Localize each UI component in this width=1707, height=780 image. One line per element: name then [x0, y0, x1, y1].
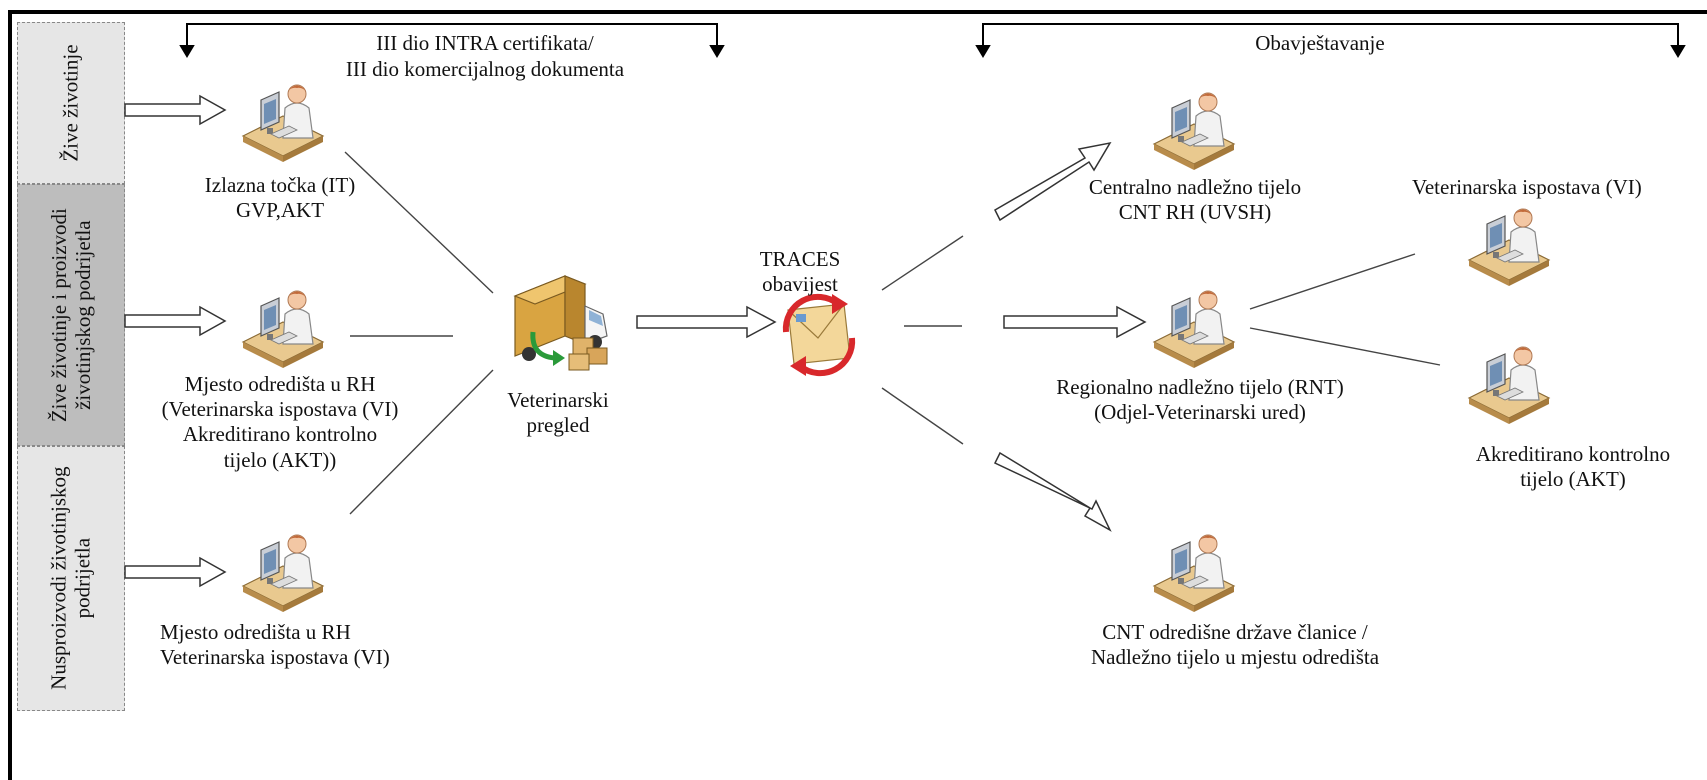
person-icon	[1153, 534, 1235, 613]
node-label-line: GVP,AKT	[235, 198, 325, 223]
diagram-frame	[8, 10, 1707, 780]
node-label-line: pregled	[526, 413, 590, 438]
arrow-to-traces	[636, 305, 777, 339]
person-icon	[1153, 290, 1235, 369]
node-label-line: Regionalno nadležno tijelo (RNT)	[1056, 375, 1344, 399]
header-bracket-right	[975, 23, 1686, 58]
node-label-line: CNT odredišne države članice /	[1102, 620, 1368, 644]
node-exit-point: Izlazna točka (IT) GVP,AKT	[150, 173, 410, 223]
node-label-line: tijelo (AKT)	[1520, 467, 1626, 492]
truck-icon	[513, 275, 608, 371]
arrow-byproducts	[124, 556, 227, 588]
person-icon	[1468, 346, 1550, 425]
node-label-line: TRACES	[759, 247, 841, 271]
node-destination-2: Mjesto odredišta u RH Veterinarska ispos…	[140, 620, 490, 670]
node-label-line: (Veterinarska ispostava (VI)	[161, 397, 399, 422]
arrow-to-central	[994, 141, 1112, 222]
node-member-state: CNT odredišne države članice / Nadležno …	[1050, 620, 1420, 670]
envelope-refresh-icon	[782, 293, 856, 377]
node-label-line: CNT RH (UVSH)	[1118, 200, 1272, 225]
node-vet-check: Veterinarski pregled	[488, 388, 628, 438]
person-icon	[242, 290, 324, 369]
node-label-line: Akreditirano kontrolno	[182, 422, 378, 447]
node-label-line: obavijest	[762, 272, 838, 297]
node-label-line: Mjesto odredišta u RH	[160, 620, 351, 644]
node-label-line: (Odjel-Veterinarski ured)	[1094, 400, 1306, 425]
node-label-line: Nadležno tijelo u mjestu odredišta	[1090, 645, 1380, 670]
person-icon	[1153, 92, 1235, 171]
node-label-line: Akreditirano kontrolno	[1475, 442, 1671, 466]
arrow-animal-products	[124, 305, 227, 337]
person-icon	[242, 84, 324, 163]
arrow-to-regional	[1003, 305, 1147, 339]
node-destination-1: Mjesto odredišta u RH (Veterinarska ispo…	[120, 372, 440, 473]
node-label-line: tijelo (AKT))	[223, 447, 337, 472]
node-traces: TRACES obavijest	[730, 247, 870, 297]
node-central: Centralno nadležno tijelo CNT RH (UVSH)	[1060, 175, 1330, 225]
node-label-line: Centralno nadležno tijelo	[1088, 175, 1302, 199]
flow-arrows	[636, 141, 1147, 532]
header-right: Obavještavanje	[1255, 31, 1385, 55]
node-vet-office: Veterinarska ispostava (VI)	[1412, 175, 1642, 199]
input-arrows	[124, 94, 227, 588]
node-label-line: Veterinarski	[507, 388, 609, 412]
side-box-byproducts: Nusproizvodi životinjskog podrijetla	[17, 446, 125, 711]
node-label-line: Izlazna točka (IT)	[204, 173, 356, 197]
node-akt: Akreditirano kontrolno tijelo (AKT)	[1448, 442, 1698, 492]
header-bracket-left	[179, 23, 725, 58]
header-left-line2: III dio komercijalnog dokumenta	[345, 57, 625, 81]
connector-lines	[344, 151, 1441, 515]
side-box-animal-products: Žive životinje i proizvodi životinjskog …	[17, 184, 125, 446]
arrow-to-member-state	[993, 451, 1112, 532]
node-label-line: Veterinarska ispostava (VI)	[160, 645, 390, 670]
node-regional: Regionalno nadležno tijelo (RNT) (Odjel-…	[1035, 375, 1365, 425]
header-left-line1: III dio INTRA certifikata/	[376, 31, 594, 55]
person-icon	[1468, 208, 1550, 287]
node-label-line: Mjesto odredišta u RH	[184, 372, 376, 396]
person-icon	[242, 534, 324, 613]
arrow-live-animals	[124, 94, 227, 126]
side-box-live-animals: Žive životinje	[17, 22, 125, 184]
